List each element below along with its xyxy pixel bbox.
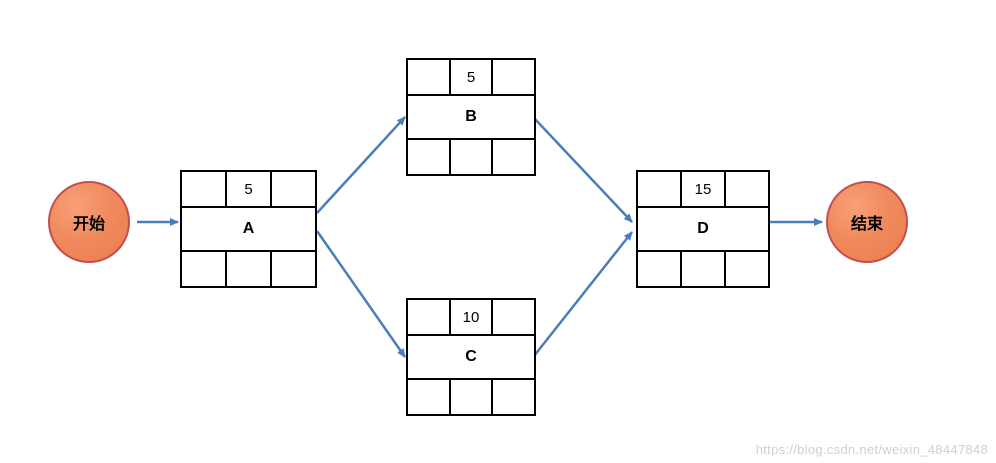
node-d-bottom-row (638, 252, 768, 288)
node-d-ef (726, 172, 768, 206)
node-d-duration: 15 (682, 172, 726, 206)
terminal-start[interactable]: 开始 (48, 181, 130, 263)
edge-c-to-d (533, 231, 633, 357)
node-a-top-row: 5 (182, 172, 315, 208)
node-a[interactable]: 5 A (180, 170, 317, 288)
node-a-es (182, 172, 227, 206)
node-c-ls (408, 380, 451, 416)
node-b-bottom-row (408, 140, 534, 176)
node-d-ls (638, 252, 682, 288)
node-a-bottom-row (182, 252, 315, 288)
node-b-ef (493, 60, 534, 94)
node-d-lf (726, 252, 768, 288)
terminal-start-label: 开始 (72, 216, 105, 233)
node-b-duration: 5 (451, 60, 494, 94)
node-c-tf (451, 380, 494, 416)
node-a-name: A (242, 220, 255, 237)
watermark-text: https://blog.csdn.net/weixin_48447848 (755, 442, 988, 457)
node-d-name: D (697, 220, 709, 237)
node-b-name: B (465, 108, 477, 125)
node-c-bottom-row (408, 380, 534, 416)
node-d-top-row: 15 (638, 172, 768, 208)
node-d-name-row: D (638, 208, 768, 252)
terminal-end-label: 结束 (850, 216, 883, 233)
node-c-es (408, 300, 451, 334)
node-a-ls (182, 252, 227, 288)
node-c-lf (493, 380, 534, 416)
node-c-name: C (465, 348, 477, 365)
node-c-duration: 10 (451, 300, 494, 334)
node-a-name-row: A (182, 208, 315, 252)
node-c-ef (493, 300, 534, 334)
edge-a-to-b (316, 116, 406, 214)
node-a-ef (272, 172, 315, 206)
node-d[interactable]: 15 D (636, 170, 770, 288)
node-a-lf (272, 252, 315, 288)
node-b[interactable]: 5 B (406, 58, 536, 176)
node-a-duration: 5 (227, 172, 272, 206)
node-b-lf (493, 140, 534, 176)
node-b-name-row: B (408, 96, 534, 140)
node-b-es (408, 60, 451, 94)
node-c-top-row: 10 (408, 300, 534, 336)
node-b-ls (408, 140, 451, 176)
edge-b-to-d (533, 117, 633, 223)
node-d-es (638, 172, 682, 206)
node-d-tf (682, 252, 726, 288)
node-c-name-row: C (408, 336, 534, 380)
terminal-end[interactable]: 结束 (826, 181, 908, 263)
node-a-tf (227, 252, 272, 288)
node-b-top-row: 5 (408, 60, 534, 96)
edge-a-to-c (315, 230, 407, 358)
node-c[interactable]: 10 C (406, 298, 536, 416)
node-b-tf (451, 140, 494, 176)
